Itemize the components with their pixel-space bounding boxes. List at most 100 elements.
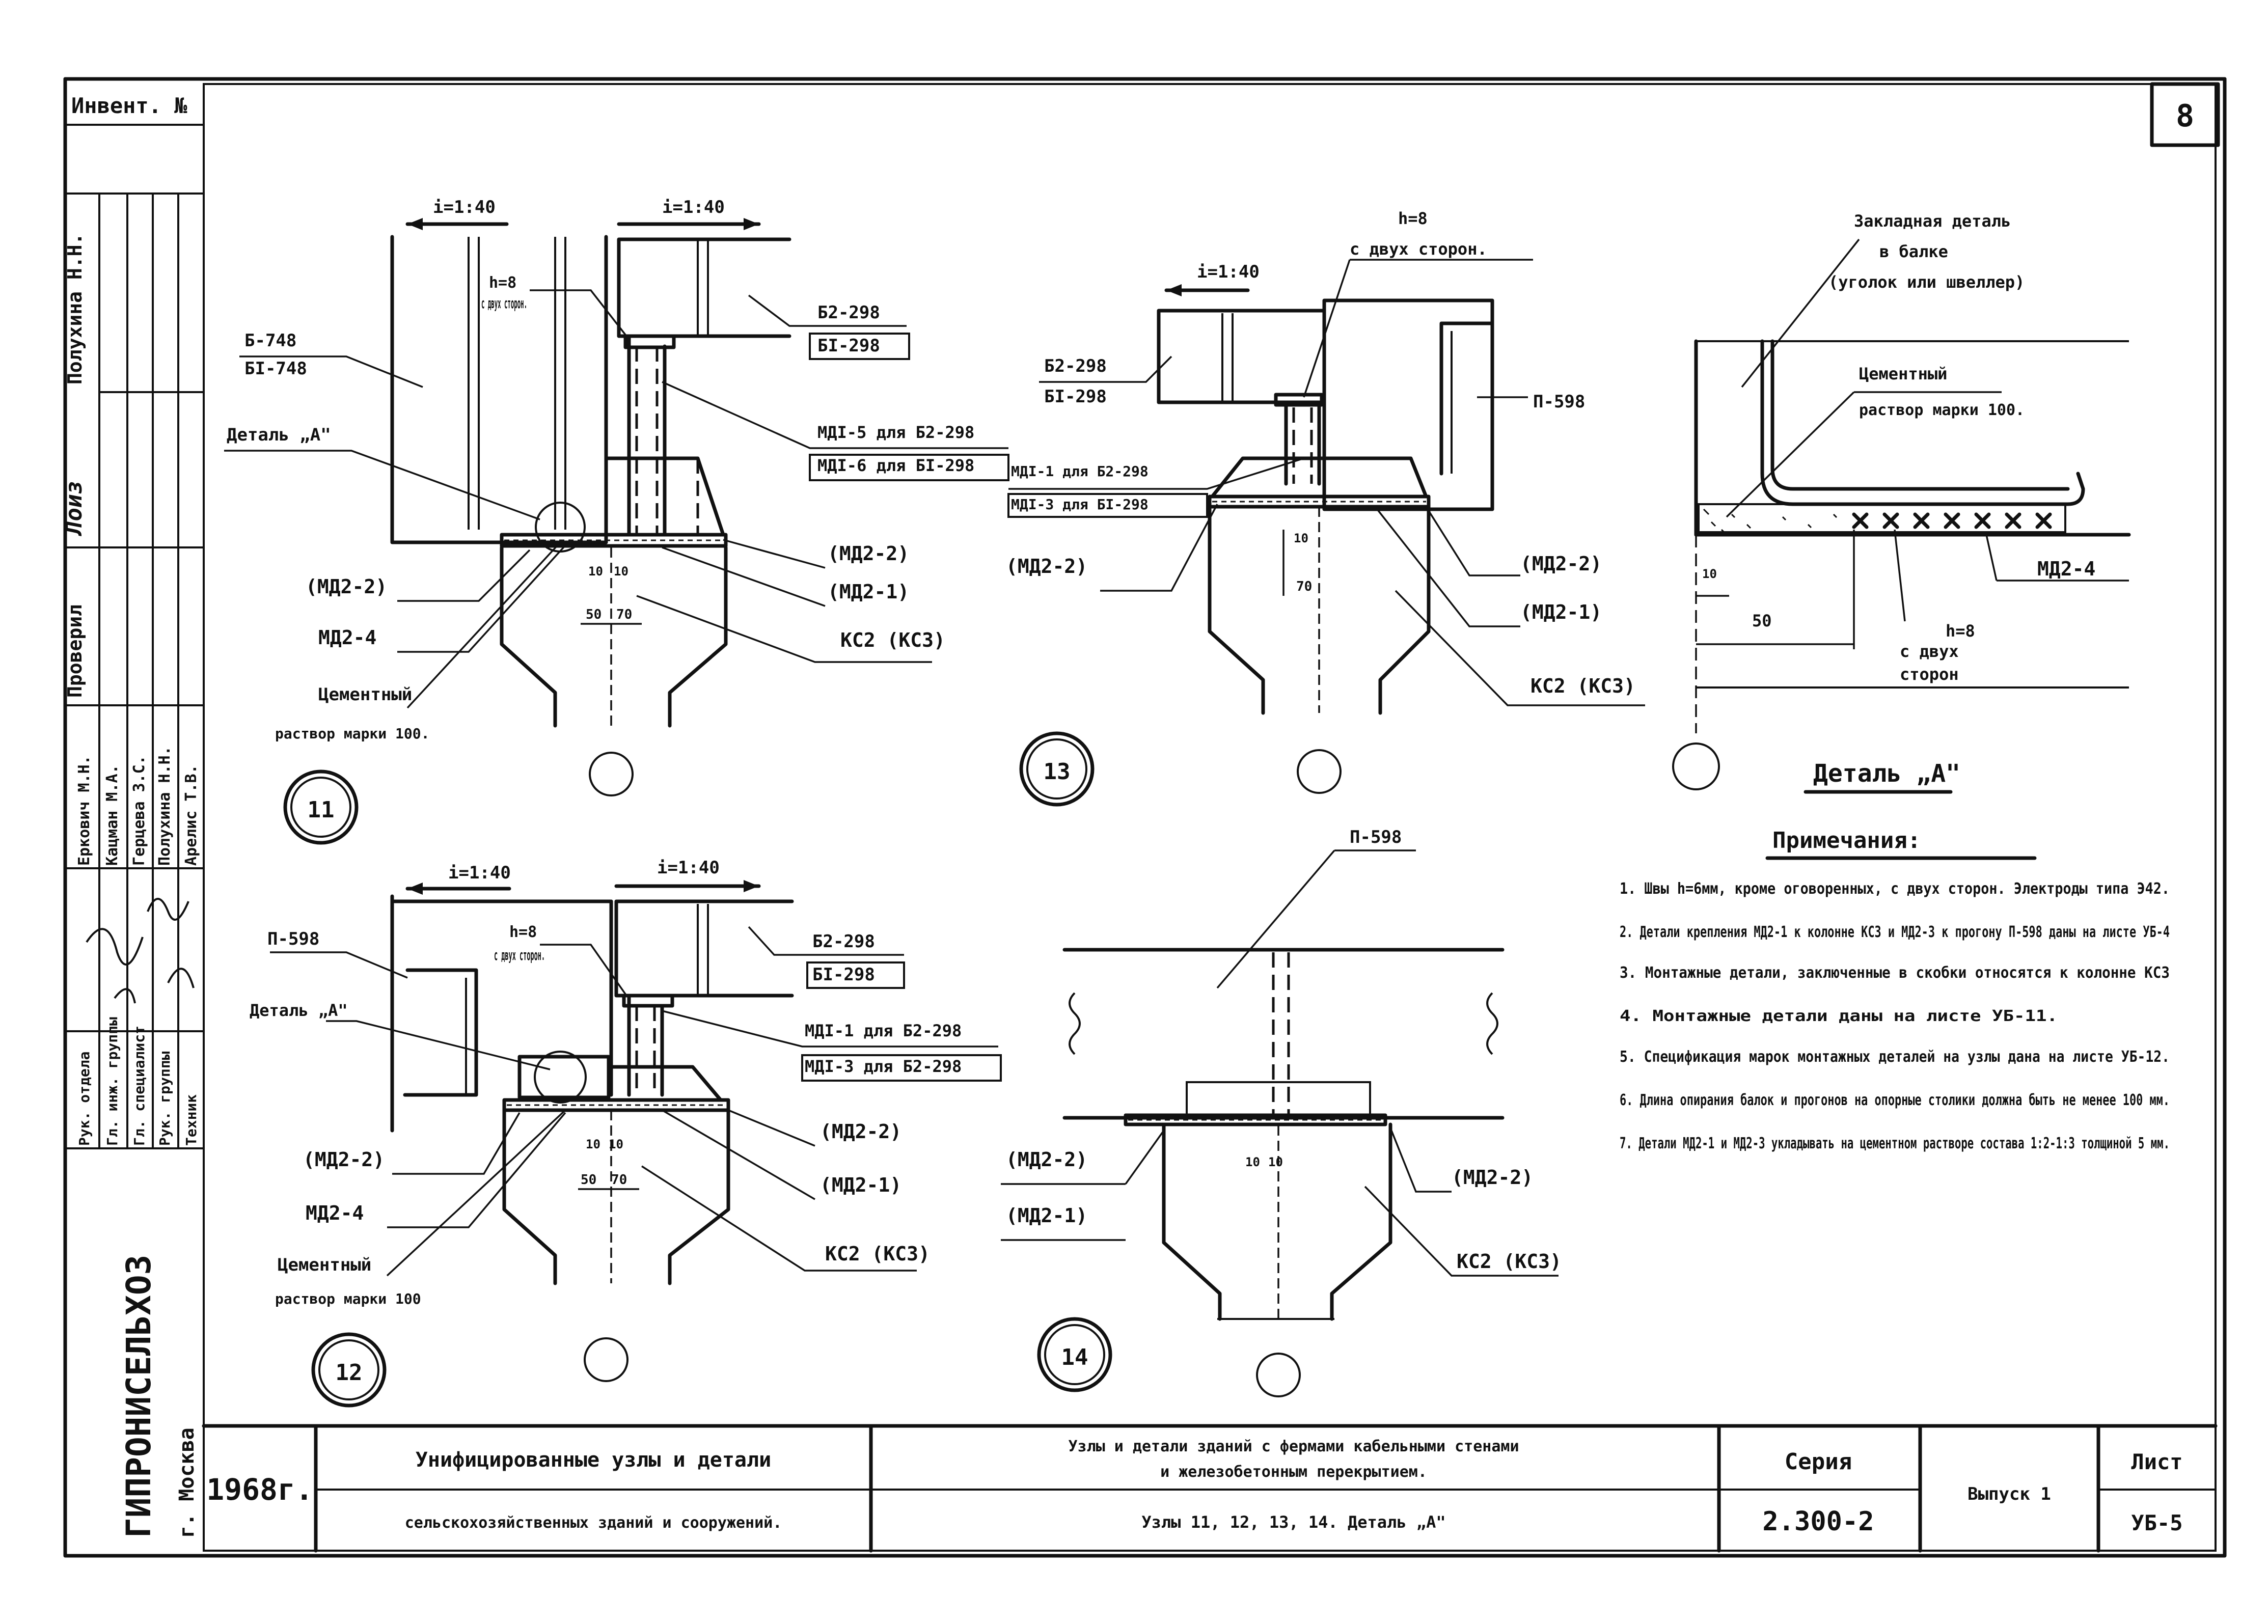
tb-series-value: 2.300-2: [1762, 1506, 1874, 1537]
n14-md22-left: (МД2-2): [1006, 1148, 1087, 1171]
n12-slope-right: i=1:40: [657, 858, 720, 878]
notes-title: Примечания:: [1772, 828, 1921, 854]
org-name: ГИПРОНИСЕЛЬХОЗ: [119, 1255, 158, 1538]
staff-3: Полухина Н.Н.: [156, 746, 174, 866]
stamp-row-0: Полухина Н.Н.: [64, 233, 86, 384]
da-title: Деталь „А": [1813, 759, 1960, 788]
n12-dim-b: 10: [609, 1137, 623, 1151]
tb-sheet-value: УБ-5: [2131, 1510, 2182, 1535]
n12-md22-right: (МД2-2): [820, 1120, 901, 1143]
tb-project-2: сельскохозяйственных зданий и сооружений…: [405, 1514, 782, 1532]
n11-detail-ref: Деталь „А": [227, 425, 331, 445]
n13-dim-a: 10: [1294, 531, 1308, 545]
n14-purlin: П-598: [1350, 827, 1402, 847]
n12-slope-left: i=1:40: [448, 863, 511, 883]
tb-project-1: Унифицированные узлы и детали: [416, 1448, 771, 1472]
note-5: 5. Спецификация марок монтажных деталей …: [1620, 1048, 2170, 1066]
tb-subtitle: Узлы 11, 12, 13, 14. Деталь „А": [1141, 1512, 1445, 1532]
page-number: 8: [2176, 98, 2194, 134]
staff-2: Герцева З.С.: [130, 755, 148, 866]
da-embedded-2: в балке: [1879, 242, 1948, 261]
tb-title-2: и железобетонным перекрытием.: [1160, 1463, 1427, 1481]
da-dim-10: 10: [1702, 567, 1717, 581]
n11-md22-left: (МД2-2): [306, 575, 387, 598]
da-weld-note-2: сторон: [1900, 665, 1959, 684]
n12-node-label: 12: [336, 1360, 363, 1386]
n11-weld: h=8: [489, 274, 516, 292]
n14-node-label: 14: [1061, 1344, 1088, 1370]
n12-md21: (МД2-1): [820, 1174, 901, 1196]
n11-md1-b: МДI-6 для БI-298: [817, 456, 974, 475]
n12-mortar-2: раствор марки 100: [275, 1290, 421, 1307]
n12-column: КС2 (КС3): [825, 1243, 930, 1265]
n12-weld: h=8: [509, 923, 537, 941]
org-city: г. Москва: [175, 1427, 199, 1538]
tb-year: 1968г.: [206, 1472, 313, 1507]
staff-4: Арелис Т.В.: [182, 764, 200, 866]
n12-node-circle: [311, 1332, 387, 1408]
n11-dim-c: 50: [586, 607, 602, 622]
n12-weld-note: с двух сторон.: [494, 947, 545, 964]
n11-md21: (МД2-1): [828, 581, 909, 603]
n12-beam-2: БI-298: [812, 965, 875, 985]
n11-slope-right: i=1:40: [662, 197, 725, 217]
tb-issue: Выпуск 1: [1968, 1484, 2051, 1504]
notes-block: Примечания: 1. Швы h=6мм, кроме оговорен…: [1620, 828, 2170, 1152]
n13-md22-left: (МД2-2): [1006, 555, 1087, 577]
n11-md24: МД2-4: [318, 626, 376, 649]
n14-column: КС2 (КС3): [1457, 1250, 1562, 1273]
n14-dim-a: 10: [1245, 1155, 1260, 1169]
n11-beam-right-2: БI-298: [817, 336, 880, 356]
n13-column: КС2 (КС3): [1531, 675, 1635, 697]
node-13-drawing: i=1:40 h=8 с двух сторон. Б2-298 БI-298 …: [1006, 209, 1645, 807]
n11-md22-right: (МД2-2): [828, 542, 909, 565]
n13-node-circle: [1019, 731, 1095, 807]
n11-beam-right-1: Б2-298: [817, 302, 880, 323]
n13-md22-right: (МД2-2): [1520, 553, 1602, 575]
n12-detail-ref: Деталь „А": [250, 1001, 348, 1020]
role-2: Гл. специалист: [131, 1026, 148, 1146]
stamp-row-1: Проверил: [64, 604, 86, 698]
n14-dim-b: 10: [1268, 1155, 1283, 1169]
n13-slope: i=1:40: [1197, 262, 1260, 282]
side-stamp: Инвент. № Полухина Н.Н. Проверил Лоиз Ер…: [61, 93, 204, 1538]
da-mortar-1: Цементный: [1859, 364, 1947, 383]
n12-md1-a: МДI-1 для Б2-298: [805, 1021, 962, 1040]
n12-dim-a: 10: [586, 1137, 600, 1151]
n12-beam-1: Б2-298: [812, 931, 875, 952]
stamp-signature: Лоиз: [61, 481, 87, 536]
n13-node-label: 13: [1044, 759, 1071, 785]
n12-dim-d: 70: [611, 1172, 627, 1188]
inv-no: Инвент. №: [71, 93, 187, 118]
n13-beam-2: БI-298: [1044, 387, 1107, 407]
n12-md24: МД2-4: [306, 1202, 364, 1224]
note-6: 6. Длина опирания балок и прогонов на оп…: [1620, 1091, 2170, 1109]
da-embedded-1: Закладная деталь: [1854, 211, 2011, 231]
n11-beam-left-2: БI-748: [244, 359, 307, 379]
da-weld: h=8: [1946, 621, 1975, 641]
n14-md22: (МД2-2): [1452, 1166, 1533, 1189]
n11-dim-b: 10: [614, 564, 629, 579]
node-12-drawing: i=1:40 i=1:40 П-598 h=8 с двух сторон. Б…: [250, 858, 1002, 1408]
n12-dim-c: 50: [581, 1172, 596, 1188]
note-7: 7. Детали МД2-1 и МД2-3 укладывать на це…: [1620, 1135, 2170, 1152]
n12-mortar-1: Цементный: [278, 1255, 371, 1275]
tb-series-label: Серия: [1785, 1449, 1852, 1475]
staff-1: Кацман М.А.: [103, 764, 121, 866]
n11-dim-d: 70: [616, 607, 632, 622]
n11-dim-a: 10: [588, 564, 603, 579]
n11-weld-note: с двух сторон.: [481, 295, 527, 312]
note-1: 1. Швы h=6мм, кроме оговоренных, с двух …: [1620, 880, 2170, 898]
n13-md1-b: МДI-3 для БI-298: [1011, 496, 1149, 513]
n13-weld: h=8: [1398, 209, 1428, 228]
title-block: 1968г. Унифицированные узлы и детали сел…: [202, 1424, 2218, 1553]
n11-column: КС2 (КС3): [840, 629, 945, 651]
sheet-frame: 8: [63, 77, 2227, 1558]
node-14-drawing: П-598 (МД2-2) (МД2-1) (МД2-2) 10 10 КС2 …: [1001, 827, 1562, 1397]
role-0: Рук. отдела: [76, 1052, 93, 1146]
n13-md1-a: МДI-1 для Б2-298: [1011, 463, 1149, 480]
n11-slope-left: i=1:40: [433, 197, 496, 217]
tb-sheet-label: Лист: [2131, 1449, 2182, 1474]
da-mortar-2: раствор марки 100.: [1859, 401, 2025, 419]
